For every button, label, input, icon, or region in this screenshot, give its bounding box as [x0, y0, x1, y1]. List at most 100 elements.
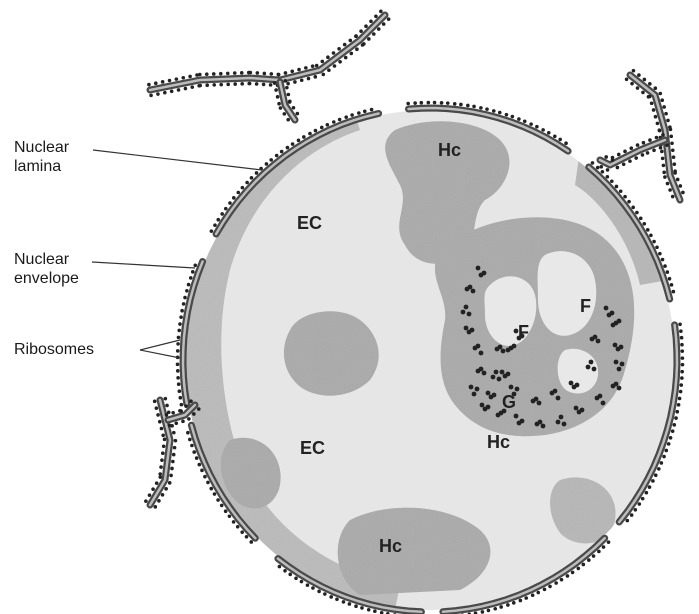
ribosome — [304, 66, 308, 70]
ribosome — [269, 158, 273, 162]
ribosome — [279, 106, 283, 110]
ribosome — [333, 64, 337, 68]
granular-dot — [592, 367, 597, 372]
ribosome — [213, 223, 217, 227]
ribosome — [387, 17, 391, 21]
ribosome — [661, 258, 665, 262]
ribosome — [158, 420, 162, 424]
ribosome — [433, 101, 437, 105]
ribosome — [159, 465, 163, 469]
ribosome — [203, 475, 207, 479]
ribosome — [197, 407, 201, 411]
ribosome — [269, 83, 273, 87]
granular-dot — [556, 420, 561, 425]
ribosome — [599, 165, 603, 169]
heterochromatin-center-blob — [284, 311, 379, 395]
granular-dot — [586, 365, 591, 370]
ribosome — [245, 535, 249, 539]
ribosome — [190, 444, 194, 448]
ec-upper-label: EC — [297, 213, 322, 234]
granular-dot — [619, 345, 624, 350]
ribosome — [680, 370, 684, 374]
ribosome — [666, 270, 670, 274]
granular-dot — [500, 370, 505, 375]
ribosome — [155, 481, 159, 485]
ribosome — [641, 497, 645, 501]
ribosome — [160, 458, 164, 462]
granular-dot — [475, 387, 480, 392]
ribosome — [643, 78, 647, 82]
ribosome — [597, 550, 601, 554]
ribosome — [642, 222, 646, 226]
ribosome — [180, 309, 184, 313]
ribosome — [286, 82, 290, 86]
ribosome — [359, 29, 363, 33]
ribosome — [646, 228, 650, 232]
ribosome — [672, 290, 676, 294]
ribosome — [628, 159, 632, 163]
ribosome — [531, 593, 535, 597]
ribosome — [240, 82, 244, 86]
ribosome — [155, 406, 159, 410]
ribosome — [651, 479, 655, 483]
ribosome — [666, 119, 670, 123]
ribosome — [206, 481, 210, 485]
ribosome — [156, 413, 160, 417]
granular-dot — [538, 420, 543, 425]
ribosome — [185, 289, 189, 293]
ribosome — [233, 71, 237, 75]
ribosome — [157, 499, 161, 503]
ribosome — [602, 545, 606, 549]
ribosome — [350, 113, 354, 117]
ribosome — [177, 329, 181, 333]
ribosome — [627, 200, 631, 204]
ec-lower-label: EC — [300, 438, 325, 459]
ribosome — [379, 10, 383, 14]
granular-dot — [553, 389, 558, 394]
ribosome — [240, 530, 244, 534]
ribosome — [255, 171, 259, 175]
granular-dot — [491, 375, 496, 380]
ribosome — [164, 397, 168, 401]
ribosome — [420, 101, 424, 105]
ribosome — [673, 171, 677, 175]
ribosome — [649, 233, 653, 237]
ribosome — [481, 610, 485, 614]
ribosome — [213, 492, 217, 496]
ribosome — [236, 525, 240, 529]
f-left-label: F — [518, 322, 529, 343]
ribosome — [169, 474, 173, 478]
granular-dot — [464, 305, 469, 310]
ribosome — [165, 404, 169, 408]
ribosome — [648, 138, 652, 142]
ribosome — [680, 376, 684, 380]
ribosome — [241, 186, 245, 190]
ribosome — [163, 438, 167, 442]
ribosome — [154, 81, 158, 85]
ribosome — [427, 101, 431, 105]
ribosome — [629, 146, 633, 150]
ribosome — [277, 73, 281, 77]
ribosome — [634, 508, 638, 512]
granular-dot — [461, 310, 466, 315]
granular-dot — [569, 381, 574, 386]
ribosome — [280, 150, 284, 154]
ribosome — [320, 126, 324, 130]
ribosome — [674, 416, 678, 420]
ribosome — [673, 162, 677, 166]
ribosome — [658, 129, 662, 133]
ribosome — [369, 19, 373, 23]
ribosome — [198, 84, 202, 88]
ribosome — [321, 60, 325, 64]
ribosome — [560, 578, 564, 582]
ribosome — [604, 155, 608, 159]
ribosome — [669, 128, 673, 132]
ribosome — [377, 27, 381, 31]
ribosome — [655, 245, 659, 249]
ribosome — [219, 83, 223, 87]
ribosome — [249, 540, 253, 544]
ribosome — [650, 101, 654, 105]
ribosome — [189, 399, 193, 403]
ribosome — [382, 22, 386, 26]
ribosome — [327, 68, 331, 72]
